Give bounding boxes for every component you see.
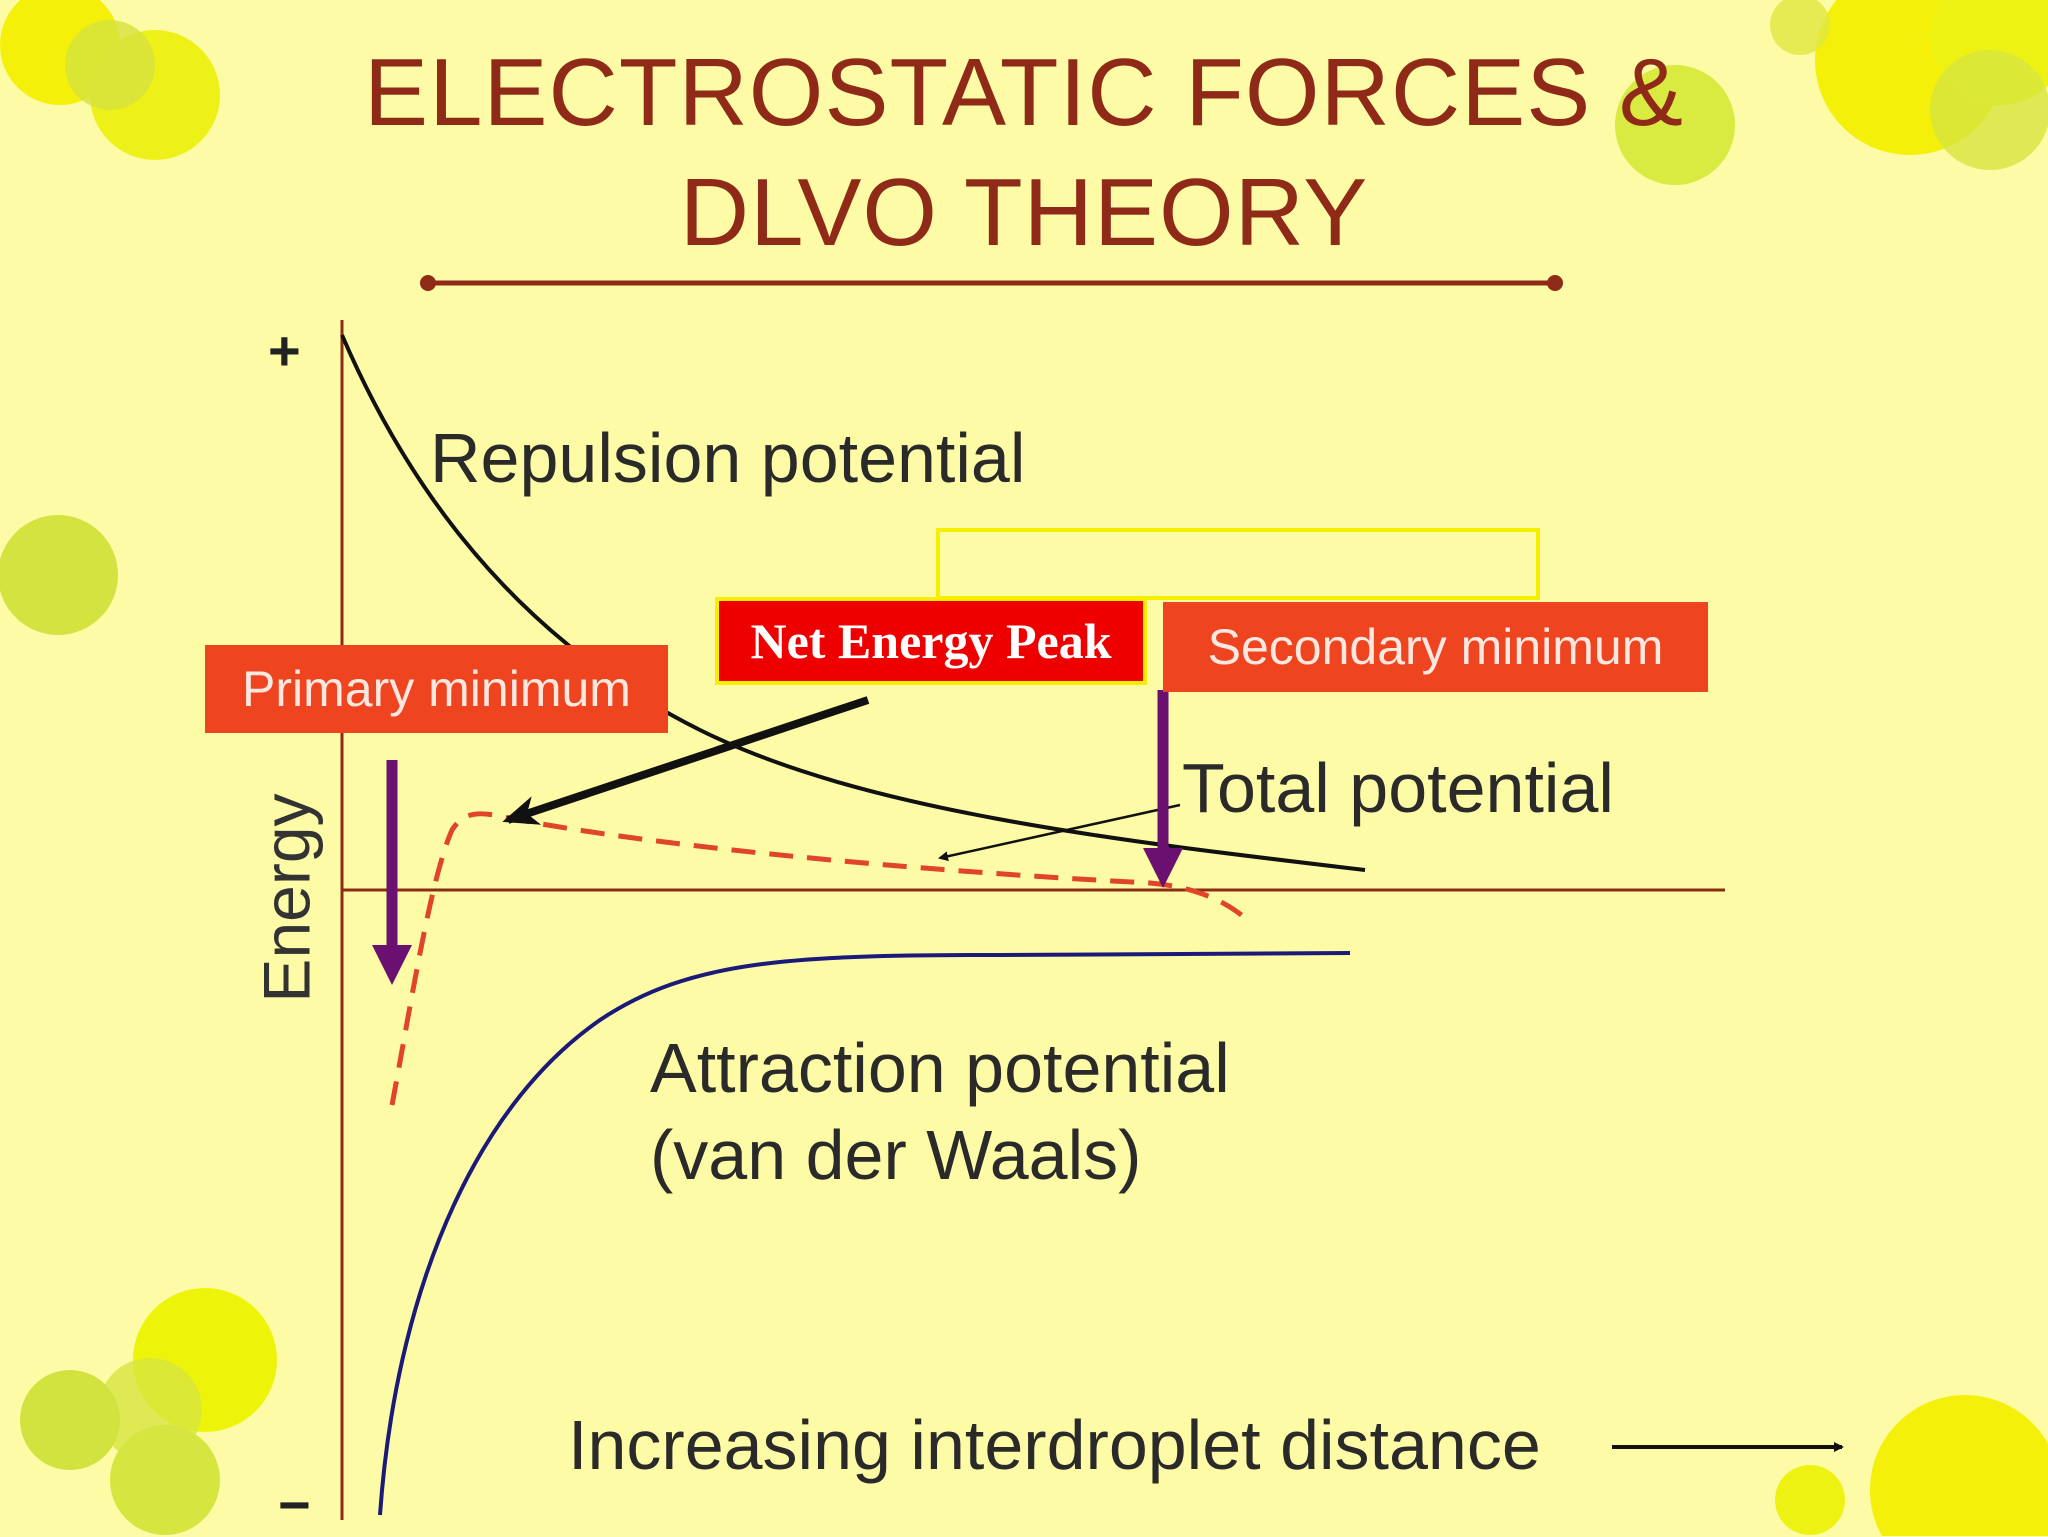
net-energy-peak-callout: Net Energy Peak bbox=[715, 597, 1147, 685]
total-potential-leader bbox=[938, 803, 1181, 862]
page-title-line1: ELECTROSTATIC FORCES & bbox=[364, 39, 1684, 146]
attraction-label-line2: (van der Waals) bbox=[650, 1116, 1142, 1194]
y-axis-label: Energy bbox=[249, 793, 324, 1003]
total-potential-label: Total potential bbox=[1182, 749, 1614, 827]
y-axis-plus: + bbox=[268, 319, 301, 382]
y-axis-minus: − bbox=[278, 1473, 311, 1536]
repulsion-label: Repulsion potential bbox=[430, 419, 1026, 497]
attraction-label-line1: Attraction potential bbox=[650, 1029, 1230, 1107]
total-potential-curve bbox=[389, 811, 1247, 1106]
title-underline bbox=[420, 275, 1563, 291]
primary-minimum-callout: Primary minimum bbox=[205, 645, 668, 733]
highlight-frame bbox=[936, 528, 1540, 600]
net-energy-peak-arrow bbox=[502, 696, 870, 825]
x-axis-label: Increasing interdroplet distance bbox=[568, 1406, 1541, 1484]
secondary-minimum-callout: Secondary minimum bbox=[1163, 602, 1708, 692]
repulsion-curve bbox=[340, 334, 1366, 872]
secondary-minimum-arrow bbox=[1143, 690, 1183, 888]
attraction-curve bbox=[378, 951, 1351, 1516]
primary-minimum-arrow bbox=[372, 760, 412, 985]
page-title-line2: DLVO THEORY bbox=[679, 159, 1369, 266]
